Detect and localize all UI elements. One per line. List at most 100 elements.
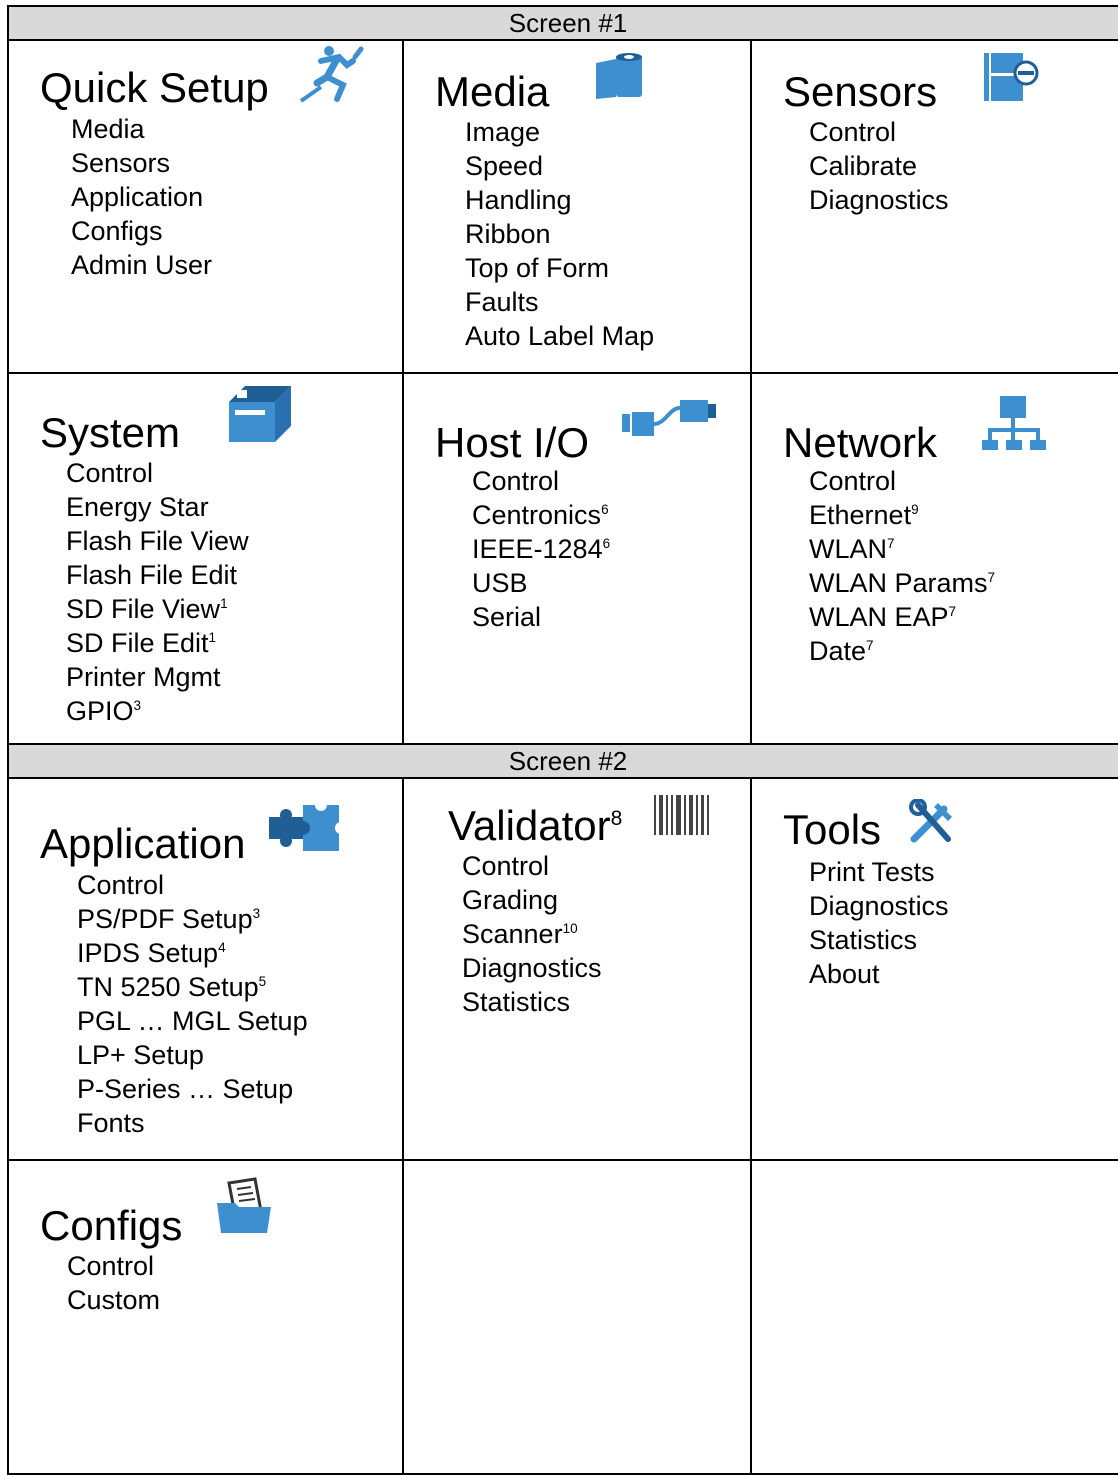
footnote-marker: 1 (220, 596, 228, 611)
menu-item-label: SD File Edit (66, 628, 209, 658)
menu-item: PS/PDF Setup3 (77, 902, 308, 936)
menu-item-label: PS/PDF Setup (77, 904, 253, 934)
sensors-title: Sensors (783, 68, 938, 115)
menu-item: Admin User (71, 248, 212, 282)
folder-icon (215, 1177, 275, 1235)
menu-item-label: USB (472, 568, 528, 598)
quick-setup-title: Quick Setup (40, 64, 269, 111)
menu-item: PGL … MGL Setup (77, 1004, 308, 1038)
menu-item-label: Scanner (462, 919, 563, 949)
menu-item-label: Diagnostics (462, 953, 602, 983)
menu-item: About (809, 957, 949, 991)
menu-item-label: SD File View (66, 594, 221, 624)
menu-item-label: Admin User (71, 250, 213, 280)
menu-item-label: Speed (465, 151, 544, 181)
menu-item: Flash File Edit (66, 558, 249, 592)
menu-item: WLAN7 (809, 532, 995, 566)
menu-item: Faults (465, 285, 654, 319)
menu-item: Statistics (462, 985, 602, 1019)
menu-item: Auto Label Map (465, 319, 654, 353)
menu-item: Flash File View (66, 524, 249, 558)
puzzle-icon (267, 801, 347, 857)
menu-item-label: Control (77, 870, 165, 900)
menu-item: Sensors (71, 146, 212, 180)
menu-item-label: Calibrate (809, 151, 918, 181)
menu-item-label: Faults (465, 287, 539, 317)
menu-item: Application (71, 180, 212, 214)
menu-item-label: IEEE-1284 (472, 534, 603, 564)
validator-title-text: Validator (448, 802, 611, 849)
menu-item: Print Tests (809, 855, 949, 889)
tools-icon (908, 799, 958, 845)
barcode-icon (652, 793, 712, 837)
menu-item-label: Sensors (71, 148, 171, 178)
menu-item-label: WLAN EAP (809, 602, 949, 632)
menu-item-label: Flash File Edit (66, 560, 238, 590)
menu-item-label: Custom (67, 1285, 161, 1315)
menu-item: Statistics (809, 923, 949, 957)
media-roll-icon (594, 51, 648, 101)
menu-item-label: Print Tests (809, 857, 935, 887)
menu-item-label: Statistics (462, 987, 571, 1017)
menu-item: Diagnostics (809, 889, 949, 923)
menu-item: IEEE-12846 (472, 532, 610, 566)
menu-item-label: Control (809, 466, 897, 496)
menu-item: Calibrate (809, 149, 949, 183)
footnote-marker: 7 (987, 570, 996, 585)
menu-item-label: P-Series … Setup (77, 1074, 294, 1104)
menu-item-label: Statistics (809, 925, 918, 955)
media-title: Media (435, 68, 550, 115)
menu-item: Image (465, 115, 654, 149)
menu-item: Scanner10 (462, 917, 602, 951)
menu-item-label: WLAN (809, 534, 888, 564)
menu-item: GPIO3 (66, 694, 249, 728)
menu-item: Control (472, 464, 610, 498)
menu-item-label: TN 5250 Setup (77, 972, 259, 1002)
menu-item-label: Control (472, 466, 560, 496)
footnote-marker: 6 (602, 536, 611, 551)
menu-item: SD File View1 (66, 592, 249, 626)
menu-item-label: Control (66, 458, 154, 488)
footnote-marker: 3 (133, 698, 142, 713)
footnote-marker: 1 (208, 630, 217, 645)
footnote-marker: 7 (866, 638, 874, 653)
menu-item: Top of Form (465, 251, 654, 285)
menu-item: SD File Edit1 (66, 626, 249, 660)
menu-item-label: Configs (71, 216, 163, 246)
menu-item: Diagnostics (809, 183, 949, 217)
tools-title: Tools (783, 806, 882, 853)
running-person-icon (291, 43, 367, 103)
footnote-marker: 9 (911, 502, 919, 517)
menu-item: Handling (465, 183, 654, 217)
configs-title: Configs (40, 1202, 183, 1249)
menu-item: Grading (462, 883, 602, 917)
screen-1-banner: Screen #1 (6, 5, 1118, 41)
menu-item-label: WLAN Params (809, 568, 988, 598)
menu-item: WLAN Params7 (809, 566, 995, 600)
menu-item-label: Energy Star (66, 492, 209, 522)
menu-item: Serial (472, 600, 610, 634)
menu-item: TN 5250 Setup5 (77, 970, 308, 1004)
menu-item-label: Auto Label Map (465, 321, 655, 351)
menu-item: Custom (67, 1283, 160, 1317)
menu-item: Date7 (809, 634, 995, 668)
menu-item: Fonts (77, 1106, 308, 1140)
sensor-icon (982, 51, 1040, 103)
footnote-marker: 10 (562, 921, 578, 936)
menu-item-label: Top of Form (465, 253, 610, 283)
menu-item-label: Diagnostics (809, 891, 949, 921)
